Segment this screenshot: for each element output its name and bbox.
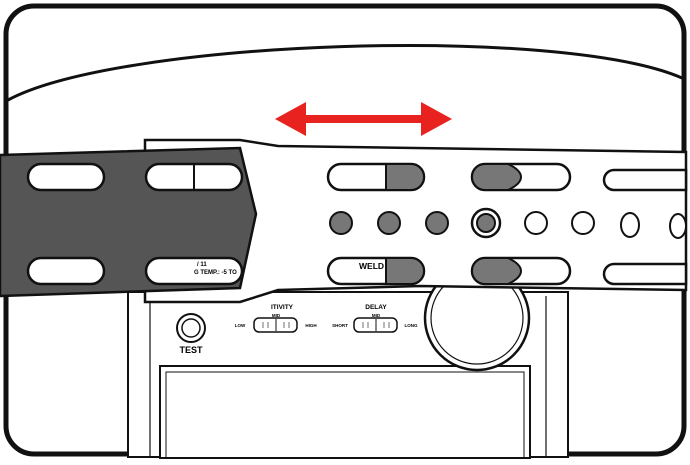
slot [602,262,688,286]
strap-peg-center [476,213,496,233]
delay-mid-label: MID [372,313,381,318]
sensitivity-high-label: HIGH [305,323,316,328]
strap-hole [620,212,640,238]
arrow-head-left [275,102,306,136]
dark-strap-slot [144,256,244,286]
slot [602,168,688,192]
delay-title: DELAY [365,304,387,311]
sensitivity-mid-label: MID [272,313,281,318]
delay-slider[interactable] [353,317,398,333]
dark-strap-slot [26,162,106,192]
helmet-front-panel [127,264,569,459]
arrow-head-right [421,102,452,136]
sensitivity-low-label: LOW [235,323,246,328]
test-button-inner [181,318,201,338]
helmet-shell-edge [7,44,683,102]
strap-hole [425,211,449,235]
headband-dark-strap[interactable] [0,146,258,298]
strap-hole [377,211,401,235]
strap-hole [329,211,353,235]
weld-label: WELD [359,261,384,271]
dark-strap-slot [26,256,106,286]
strap-label-line1: / 11 [197,262,207,268]
strap-hole [669,213,687,239]
headband-white[interactable] [143,138,688,304]
strap-hole [524,211,548,235]
slot-fill [385,257,425,285]
test-button-label: TEST [179,345,203,355]
slot-fill [385,163,425,191]
strap-label-line2: G TEMP.: -5 TO [194,270,237,276]
viewing-window [159,365,531,459]
sensitivity-title: ITIVITY [271,304,294,311]
left-right-arrow [275,102,452,136]
delay-short-label: SHORT [332,323,348,328]
slot-fill [471,257,523,285]
slot-fill [471,163,523,191]
strap-hole [571,211,595,235]
delay-long-label: LONG [405,323,418,328]
sensitivity-slider[interactable] [253,317,298,333]
test-button[interactable] [176,313,206,343]
